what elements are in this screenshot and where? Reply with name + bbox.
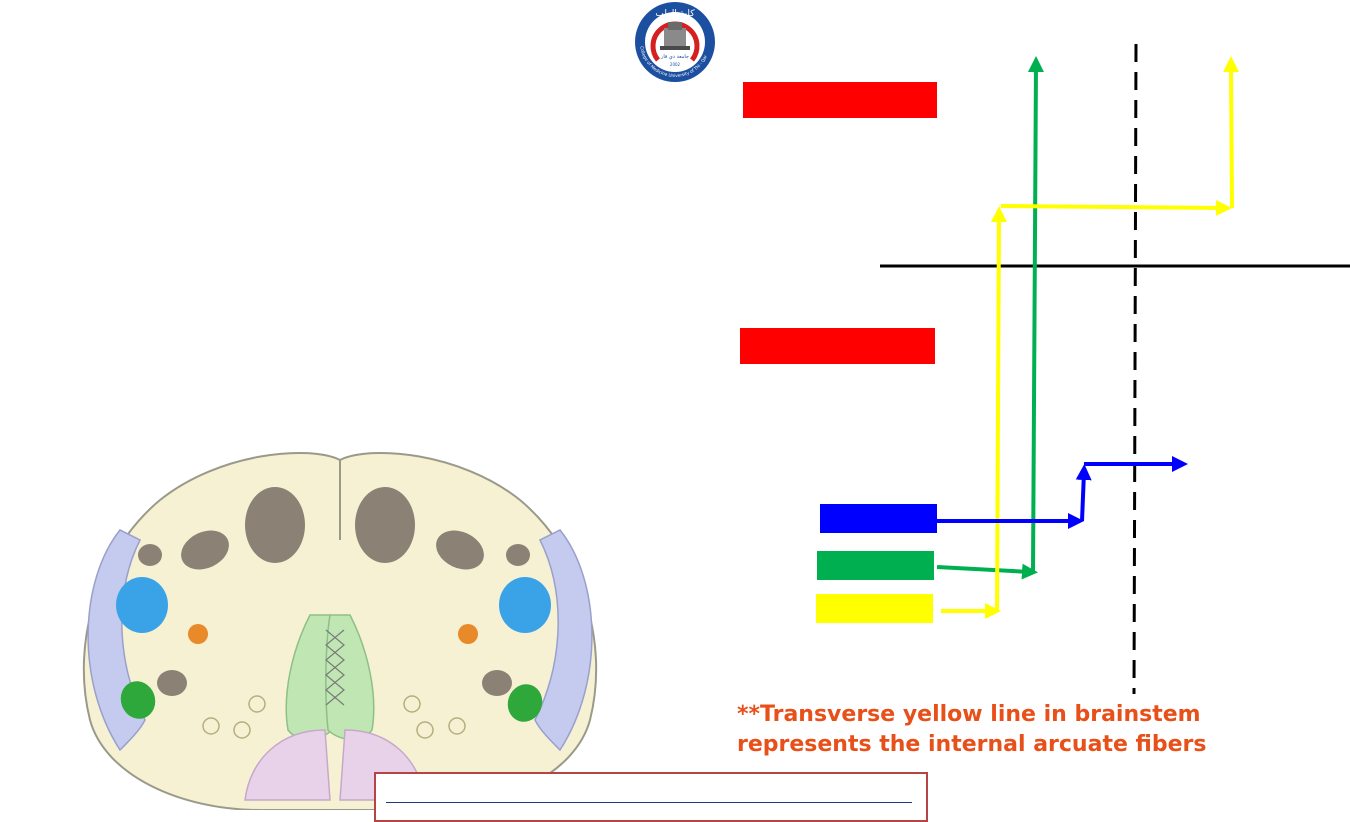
red-label-bar-upper [743, 82, 937, 118]
logo-arabic-title: كلية الطب [655, 9, 695, 19]
bottom-text-box [374, 772, 928, 822]
green-pathway-arrow [936, 563, 1038, 580]
college-logo: كلية الطب جامعة ذي قار 2002 College of M… [635, 2, 715, 82]
yellow-label-bar [816, 594, 933, 623]
spinal-cord-section [82, 452, 598, 810]
left-large-nucleus [245, 487, 305, 563]
text-box-underline [386, 802, 912, 803]
blue-label-bar [820, 504, 937, 533]
red-label-bar-lower [740, 328, 935, 364]
blue-ascending-arrow [1075, 464, 1092, 522]
yellow-final-ascending-arrow [1223, 56, 1240, 209]
midline-dashed [1132, 43, 1138, 695]
right-blue-nucleus [499, 577, 551, 633]
logo-year: 2002 [670, 62, 681, 67]
left-green-nucleus [120, 681, 156, 719]
right-green-nucleus [507, 684, 543, 722]
right-lower-nucleus [482, 670, 512, 696]
left-lower-nucleus [157, 670, 187, 696]
green-ascending-arrow [1027, 56, 1044, 573]
right-large-nucleus [355, 487, 415, 563]
right-small-nucleus [506, 544, 530, 566]
left-small-nucleus [138, 544, 162, 566]
yellow-ascending-arrow [990, 206, 1007, 612]
yellow-crossing-arrow [1000, 199, 1232, 216]
arcuate-fibers-note: **Transverse yellow line in brainstem re… [737, 700, 1297, 760]
decussating-fibers [325, 629, 345, 706]
note-line-2: represents the internal arcuate fibers [737, 732, 1207, 757]
right-lateral-band [534, 529, 593, 752]
right-medium-nucleus [436, 530, 484, 570]
left-orange-nucleus [188, 624, 208, 644]
left-pyramid [244, 729, 331, 801]
left-blue-nucleus [116, 577, 168, 633]
logo-university-name: جامعة ذي قار [660, 54, 689, 60]
note-line-1: **Transverse yellow line in brainstem [737, 702, 1201, 727]
right-orange-nucleus [458, 624, 478, 644]
green-label-bar [817, 551, 934, 580]
left-medium-nucleus [181, 530, 229, 570]
